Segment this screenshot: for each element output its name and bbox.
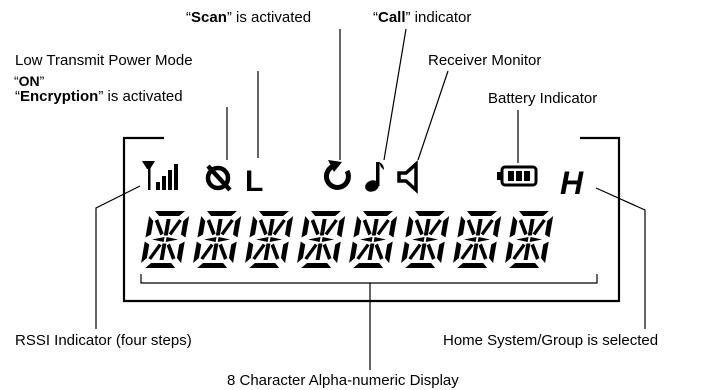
on-bold: ON xyxy=(18,73,40,89)
display-character xyxy=(349,211,398,268)
display-character xyxy=(453,211,502,268)
low-power-label: Low Transmit Power Mode xyxy=(15,52,193,69)
low-power-letter: L xyxy=(245,165,263,198)
encryption-label: “Encryption” is activated xyxy=(15,88,183,105)
display-character xyxy=(505,211,554,268)
battery-label: Battery Indicator xyxy=(488,90,598,107)
receiver-monitor-icon xyxy=(397,160,418,194)
call-label: “Call” indicator xyxy=(373,9,472,26)
rssi-icon xyxy=(142,161,178,190)
rssi-label: RSSI Indicator (four steps) xyxy=(15,332,192,349)
alphanumeric-display xyxy=(141,211,554,268)
display-character xyxy=(245,211,294,268)
on-label: “ON” xyxy=(14,73,45,89)
scan-icon xyxy=(323,160,351,190)
call-bold: Call xyxy=(378,9,406,26)
scan-label: “Scan” is activated xyxy=(186,9,312,26)
call-leader xyxy=(383,28,407,161)
display-character xyxy=(401,211,450,268)
battery-icon xyxy=(497,165,538,187)
encryption-bold: Encryption xyxy=(20,88,99,105)
home-letter: H xyxy=(560,165,584,201)
display-character xyxy=(297,211,346,268)
display-character xyxy=(193,211,242,268)
leader-lines xyxy=(95,28,646,370)
lcd-frame xyxy=(122,136,621,303)
home-leader xyxy=(595,187,646,329)
receiver-leader xyxy=(417,70,449,161)
call-icon xyxy=(365,162,384,192)
encryption-icon xyxy=(205,164,232,192)
rssi-leader xyxy=(95,185,141,329)
receiver-monitor-label: Receiver Monitor xyxy=(428,52,542,69)
display-label: 8 Character Alpha-numeric Display xyxy=(227,372,459,389)
home-label: Home System/Group is selected xyxy=(443,332,659,349)
display-character xyxy=(141,211,190,268)
display-bracket xyxy=(140,274,598,284)
scan-bold: Scan xyxy=(191,9,227,26)
